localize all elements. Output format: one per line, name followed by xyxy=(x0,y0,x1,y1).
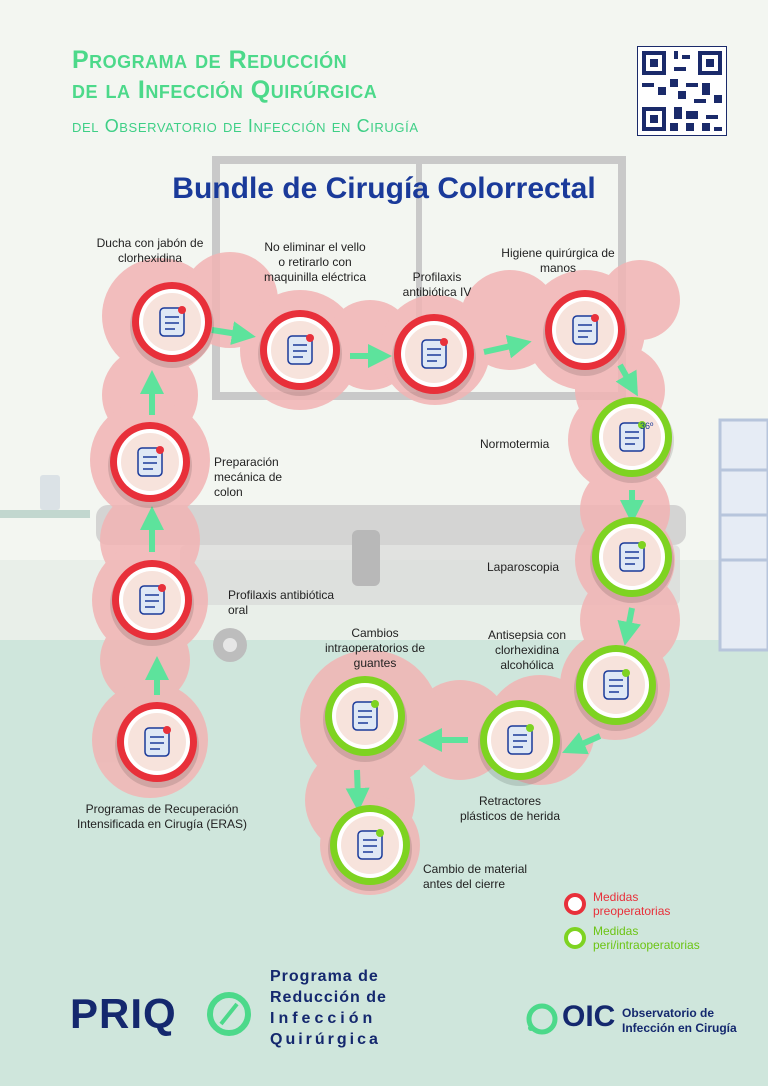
iv-drip-icon xyxy=(421,338,448,369)
step-label-preparacion-colon: Preparación mecánica de colon xyxy=(214,455,283,499)
step-node-11 xyxy=(323,676,407,762)
step-label-retractores: Retractores plásticos de herida xyxy=(459,794,561,823)
step-node-6 xyxy=(543,290,627,376)
legend-preop-icon xyxy=(564,893,586,915)
step-node-0 xyxy=(115,702,199,788)
header-subtitle: del Observatorio de Infección en Cirugía xyxy=(72,116,419,136)
legend-preop-label: Medidas preoperatorias xyxy=(593,890,671,918)
step-node-7: 36º xyxy=(590,397,674,483)
step-node-5 xyxy=(392,314,476,400)
header-line-1: Programa de Reducción xyxy=(72,46,348,74)
checklist-icon xyxy=(144,726,171,757)
priq-logo: PRIQ xyxy=(70,990,177,1037)
step-node-2 xyxy=(108,422,192,508)
page-title: Bundle de Cirugía Colorrectal xyxy=(172,172,596,205)
step-node-4 xyxy=(258,310,342,396)
step-label-antisepsia: Antisepsia con clorhexidina alcohólica xyxy=(487,628,567,672)
step-label-profilaxis-iv: Profilaxis antibiótica IV xyxy=(402,270,472,299)
header-line-2: de la Infección Quirúrgica xyxy=(72,76,378,104)
laparoscopy-icon xyxy=(619,541,646,572)
step-label-vello: No eliminar el vello o retirarlo con maq… xyxy=(263,240,367,284)
legend-periop-label: Medidas peri/intraoperatorias xyxy=(593,924,700,952)
thermometer-icon xyxy=(619,421,646,452)
step-label-higiene-manos: Higiene quirúrgica de manos xyxy=(501,246,615,275)
step-label-cambio-material: Cambio de material antes del cierre xyxy=(423,862,528,891)
step-node-3 xyxy=(130,282,214,368)
colon-icon xyxy=(139,584,166,615)
hand-wash-icon xyxy=(572,314,599,345)
step-node-8 xyxy=(590,517,674,603)
priq-text: Programa de Reducción de Infección Quirú… xyxy=(270,968,387,1048)
step-label-eras: Programas de Recuperación Intensificada … xyxy=(76,802,248,831)
oic-logo: OIC xyxy=(562,1000,616,1033)
electric-razor-icon xyxy=(287,334,314,365)
temperature-label: 36º xyxy=(640,421,654,431)
step-node-1 xyxy=(110,560,194,646)
step-node-12 xyxy=(328,805,412,891)
step-node-10 xyxy=(478,700,562,786)
legend-periop-icon xyxy=(564,927,586,949)
wound-retractor-icon xyxy=(507,724,534,755)
step-label-normotermia: Normotermia xyxy=(480,437,550,451)
step-node-9 xyxy=(574,645,658,731)
step-label-laparoscopia: Laparoscopia xyxy=(487,560,560,574)
priq-logo-mark-icon xyxy=(207,992,251,1036)
colon-icon xyxy=(137,446,164,477)
step-label-profilaxis-oral: Profilaxis antibiótica oral xyxy=(228,588,335,617)
step-label-ducha: Ducha con jabón de clorhexidina xyxy=(96,236,204,265)
qr-code-icon xyxy=(637,46,727,136)
oic-text: Observatorio de Infección en Cirugía xyxy=(622,1006,737,1035)
gloves-icon xyxy=(352,700,379,731)
shower-icon xyxy=(159,306,186,337)
instruments-tray-icon xyxy=(357,829,384,860)
oic-logo-mark-icon xyxy=(526,1003,558,1035)
antisepsis-icon xyxy=(603,669,630,700)
step-label-guantes: Cambios intraoperatorios de guantes xyxy=(324,626,426,670)
